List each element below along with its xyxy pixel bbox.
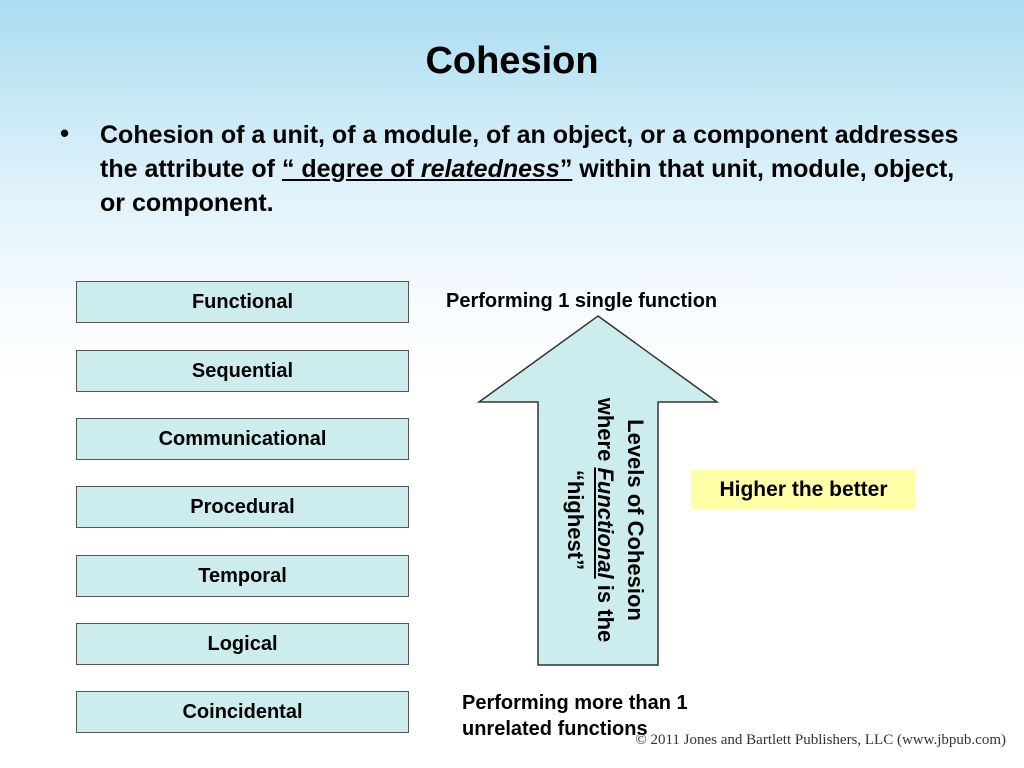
arrow-label-line2-post: is the bbox=[593, 578, 618, 643]
bullet-marker: • bbox=[60, 118, 70, 148]
relatedness-phrase: “ degree of relatedness” bbox=[282, 155, 572, 183]
relatedness-word: relatedness bbox=[420, 155, 560, 183]
arrow-label-line2-pre: where bbox=[593, 397, 618, 468]
relatedness-suffix: ” bbox=[559, 155, 573, 183]
arrow-label-line1: Levels of Cohesion bbox=[623, 419, 648, 621]
bullet-text-before: Cohesion of a unit, of a module, of an o… bbox=[100, 121, 959, 183]
arrow-label-line2: where Functional is the bbox=[590, 300, 620, 740]
level-box-logical: Logical bbox=[76, 623, 409, 665]
level-box-functional: Functional bbox=[76, 281, 409, 323]
level-box-temporal: Temporal bbox=[76, 555, 409, 597]
bullet-text: Cohesion of a unit, of a module, of an o… bbox=[100, 118, 980, 220]
copyright-notice: © 2011 Jones and Bartlett Publishers, LL… bbox=[635, 732, 1006, 748]
bullet-text-after: within that unit, module, object, or com… bbox=[100, 155, 955, 217]
up-arrow-shape bbox=[476, 315, 720, 666]
arrow-label-functional: Functional bbox=[593, 467, 618, 579]
level-box-procedural: Procedural bbox=[76, 486, 409, 528]
arrow-label: Levels of Cohesion where Functional is t… bbox=[560, 300, 650, 740]
bottom-caption-line2: unrelated functions bbox=[462, 718, 648, 740]
level-box-sequential: Sequential bbox=[76, 350, 409, 392]
relatedness-prefix: “ degree of bbox=[281, 155, 421, 183]
bottom-caption: Performing more than 1 unrelated functio… bbox=[462, 690, 762, 742]
level-box-communicational: Communicational bbox=[76, 418, 409, 460]
top-caption: Performing 1 single function bbox=[446, 290, 718, 312]
higher-the-better-note: Higher the better bbox=[691, 470, 916, 510]
slide-title: Cohesion bbox=[425, 40, 599, 82]
bottom-caption-line1: Performing more than 1 bbox=[462, 692, 688, 714]
arrow-label-line3: “highest” bbox=[563, 469, 588, 571]
level-box-coincidental: Coincidental bbox=[76, 691, 409, 733]
